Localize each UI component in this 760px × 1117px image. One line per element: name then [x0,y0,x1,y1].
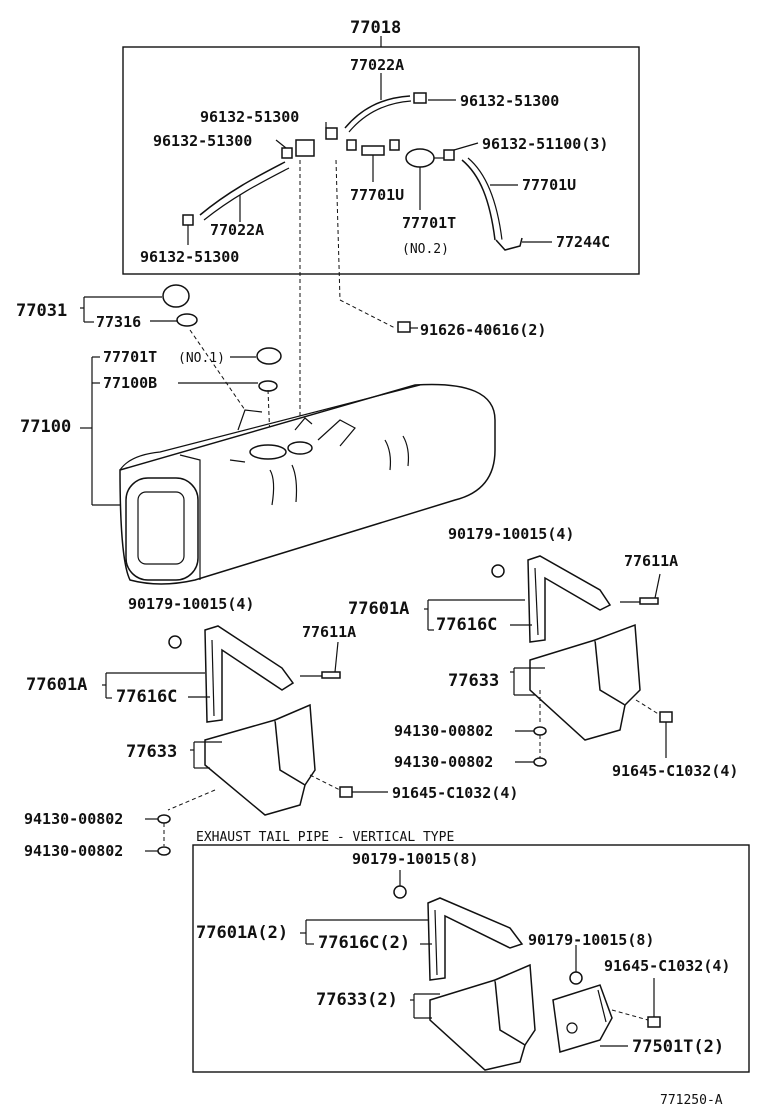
bracket-77633-e [429,979,526,1071]
label-90179-r: 90179-10015(4) [448,525,574,543]
label-77616C-r: 77616C [436,615,497,635]
label-77616C-e: 77616C(2) [318,933,410,953]
hose-77022A-low [199,161,286,216]
exhaust-variant-box [192,844,750,1073]
three-way-joint-icon [295,139,315,157]
washer-icon [157,846,171,856]
washer-icon [533,726,547,736]
elbow-77244C [495,237,523,251]
label-77501T-e: 77501T(2) [632,1037,724,1057]
clip-icon [325,127,338,140]
label-no2: (NO.2) [402,242,449,257]
label-96132-51300-b: 96132-51300 [200,108,299,126]
bracket-77633-r [529,639,626,741]
label-96132-51300-c: 96132-51300 [153,132,252,150]
clip-icon [182,214,194,226]
label-96132-51300-a: 96132-51300 [460,92,559,110]
bolt-icon [639,597,659,605]
filler-cap-icon [162,284,190,308]
gasket-77100B-icon [258,380,278,392]
label-94130-l1: 94130-00802 [24,810,123,828]
label-90179-e1: 90179-10015(8) [352,850,478,868]
label-90179-e2: 90179-10015(8) [528,931,654,949]
label-91645-r: 91645-C1032(4) [612,762,738,780]
label-77611A-l: 77611A [302,623,356,641]
check-valve-icon [405,148,435,168]
label-77018: 77018 [350,18,401,38]
label-77601A-l: 77601A [26,675,87,695]
label-77100B: 77100B [103,374,157,392]
label-77701T-no1: 77701T [103,348,157,366]
label-94130-r1: 94130-00802 [394,722,493,740]
label-91645-l: 91645-C1032(4) [392,784,518,802]
label-77701U-b: 77701U [522,176,576,194]
label-77701U-a: 77701U [350,186,404,204]
clip-icon [413,92,427,104]
strap-77616C-e [427,897,524,981]
label-91626: 91626-40616(2) [420,321,546,339]
label-91645-e: 91645-C1032(4) [604,957,730,975]
label-96132-51300-d: 96132-51300 [140,248,239,266]
label-77601A-e: 77601A(2) [196,923,288,943]
bolt-icon [339,786,353,798]
strap-77616C-l [204,625,295,723]
label-77316: 77316 [96,313,141,331]
hose-77701U-short [361,145,385,156]
label-77601A-r: 77601A [348,599,409,619]
label-no1: (NO.1) [178,351,225,366]
clip-icon [346,139,357,151]
washer-icon [157,814,171,824]
nut-icon [393,885,407,899]
figure-code: 771250-A [660,1093,723,1108]
label-96132-51100: 96132-51100(3) [482,135,608,153]
label-77701T: 77701T [402,214,456,232]
hose-77022A-top [344,95,411,129]
label-77633-e: 77633(2) [316,990,398,1010]
bolt-icon [397,321,411,333]
label-77611A-r: 77611A [624,552,678,570]
label-77031: 77031 [16,301,67,321]
label-77244C: 77244C [556,233,610,251]
label-90179-l: 90179-10015(4) [128,595,254,613]
strap-77616C-r [527,555,612,643]
bracket-77633-l [204,719,306,816]
gasket-icon [176,313,198,327]
clip-icon [281,147,293,159]
plate-77501T-e [552,984,613,1053]
nut-icon [168,635,182,649]
exhaust-title: EXHAUST TAIL PIPE - VERTICAL TYPE [196,830,454,845]
washer-icon [533,757,547,767]
label-77100: 77100 [20,417,71,437]
label-77616C-l: 77616C [116,687,177,707]
label-77022A-top: 77022A [350,56,404,74]
clip-icon [443,149,455,161]
bolt-icon [659,711,673,723]
valve-no1-icon [256,347,282,365]
label-77022A-low: 77022A [210,221,264,239]
nut-icon [569,971,583,985]
clip-icon [389,139,400,151]
label-77633-r: 77633 [448,671,499,691]
label-77633-l: 77633 [126,742,177,762]
bolt-icon [321,671,341,679]
label-94130-l2: 94130-00802 [24,842,123,860]
fuel-tank [119,383,496,585]
label-94130-r2: 94130-00802 [394,753,493,771]
nut-icon [491,564,505,578]
bolt-icon [647,1016,661,1028]
hose-77701U-long [461,159,496,241]
